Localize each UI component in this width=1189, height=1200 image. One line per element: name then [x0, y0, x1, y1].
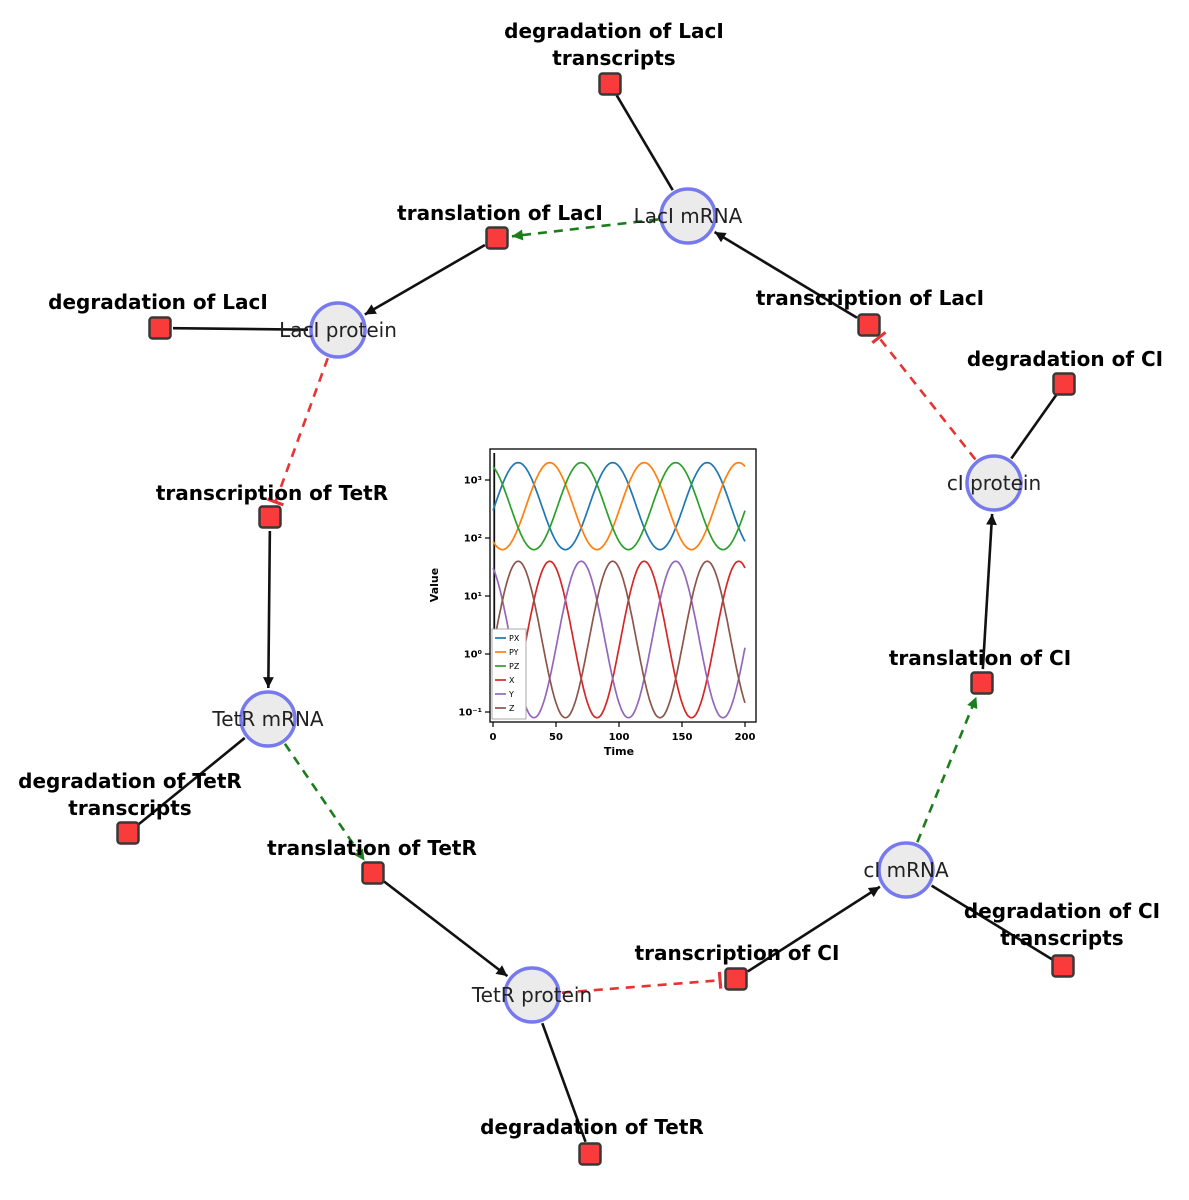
reaction-label-translation-laci: translation of LacI	[397, 201, 603, 225]
reaction-node-deg-laci[interactable]	[148, 316, 172, 340]
edge-reactant-ci-protein-to-deg-ci	[1010, 393, 1058, 460]
chart-legend	[491, 628, 527, 720]
legend-label-PX: PX	[509, 634, 520, 643]
series-line-Y	[492, 560, 746, 719]
reaction-label-deg-tetr-tx: degradation of TetR	[18, 769, 242, 793]
reaction-label-translation-ci: translation of CI	[889, 646, 1071, 670]
edge-inhibitor-ci-protein-to-transcription-laci	[871, 331, 977, 461]
x-tick-label: 100	[609, 732, 630, 743]
reaction-node-deg-tetr-tx[interactable]	[116, 821, 140, 845]
reaction-label-transcription-laci: transcription of LacI	[756, 286, 984, 310]
edge-reactant-ci-mrna-to-deg-ci-tx	[930, 884, 1053, 961]
reaction-label-translation-tetr: translation of TetR	[267, 836, 477, 860]
y-tick-label: 10⁰	[464, 650, 482, 661]
edge-product-translation-tetr-to-tetr-protein	[383, 880, 509, 978]
reaction-label-deg-laci: degradation of LacI	[48, 290, 268, 314]
x-tick-label: 50	[549, 732, 563, 743]
species-label-ci-protein: cI protein	[947, 471, 1041, 495]
reaction-node-deg-tetr[interactable]	[578, 1142, 602, 1166]
reaction-label-transcription-tetr: transcription of TetR	[156, 481, 388, 505]
x-axis-title: Time	[604, 745, 634, 758]
x-tick-label: 150	[672, 732, 693, 743]
edge-reactant-tetr-protein-to-deg-tetr	[541, 1022, 587, 1143]
chart-plot-area	[489, 448, 757, 723]
species-label-tetr-mrna: TetR mRNA	[211, 707, 324, 731]
reaction-node-transcription-tetr[interactable]	[258, 505, 282, 529]
x-tick-label: 200	[735, 732, 756, 743]
y-tick-label: 10¹	[464, 592, 482, 603]
edge-product-translation-laci-to-laci-protein	[364, 243, 486, 316]
series-line-PZ	[492, 461, 746, 551]
reaction-node-transcription-ci[interactable]	[724, 967, 748, 991]
reaction-label-deg-tetr: degradation of TetR	[480, 1115, 704, 1139]
edge-product-translation-ci-to-ci-protein	[981, 513, 997, 670]
edge-product-transcription-tetr-to-tetr-mrna	[262, 530, 274, 689]
nodes-layer	[116, 72, 1076, 1166]
reaction-label-deg-ci-tx: degradation of CI	[964, 899, 1160, 923]
legend-label-X: X	[509, 676, 515, 685]
reaction-label-deg-ci: degradation of CI	[967, 347, 1163, 371]
species-label-laci-protein: LacI protein	[279, 318, 397, 342]
reaction-node-deg-laci-tx[interactable]	[598, 72, 622, 96]
edge-inhibitor-tetr-protein-to-transcription-ci	[561, 971, 723, 994]
reaction-node-deg-ci[interactable]	[1052, 372, 1076, 396]
edge-modifier-laci-mrna-to-translation-laci	[511, 218, 659, 241]
y-tick-label: 10³	[464, 476, 482, 487]
reaction-node-translation-ci[interactable]	[970, 671, 994, 695]
series-line-PX	[492, 461, 746, 551]
reaction-label-transcription-ci: transcription of CI	[635, 941, 840, 965]
edge-modifier-ci-mrna-to-translation-ci	[916, 696, 978, 843]
edge-product-transcription-laci-to-laci-mrna	[713, 230, 858, 319]
reaction-label-deg-laci-tx: transcripts	[552, 46, 675, 70]
edge-reactant-laci-mrna-to-deg-laci-tx	[615, 94, 674, 191]
legend-label-PY: PY	[509, 648, 519, 657]
legend-label-PZ: PZ	[509, 662, 520, 671]
species-node-ci-mrna[interactable]	[877, 841, 935, 899]
species-node-tetr-mrna[interactable]	[239, 690, 297, 748]
y-tick-label: 10²	[464, 534, 482, 545]
reaction-node-translation-tetr[interactable]	[361, 861, 385, 885]
edge-modifier-tetr-mrna-to-translation-tetr	[283, 743, 366, 862]
reaction-node-transcription-laci[interactable]	[857, 313, 881, 337]
reaction-label-deg-tetr-tx: transcripts	[68, 796, 191, 820]
species-label-tetr-protein: TetR protein	[471, 983, 592, 1007]
edges-layer	[137, 94, 1058, 1143]
reaction-node-deg-ci-tx[interactable]	[1051, 954, 1075, 978]
species-node-laci-protein[interactable]	[309, 301, 367, 359]
series-line-Z	[492, 560, 746, 719]
labels-layer: degradation of LacI transcripts translatio…	[18, 19, 1163, 1139]
edge-reactant-laci-protein-to-deg-laci	[172, 326, 309, 331]
legend-label-Y: Y	[508, 690, 514, 699]
y-tick-label: 10⁻¹	[458, 708, 482, 719]
series-line-PY	[492, 461, 746, 551]
legend-label-Z: Z	[509, 704, 515, 713]
species-node-tetr-protein[interactable]	[503, 966, 561, 1024]
series-line-X	[492, 560, 746, 719]
edge-product-transcription-ci-to-ci-mrna	[747, 885, 881, 973]
edge-reactant-tetr-mrna-to-deg-tetr-tx	[137, 736, 246, 826]
species-label-laci-mrna: LacI mRNA	[634, 204, 743, 228]
species-node-laci-mrna[interactable]	[659, 187, 717, 245]
species-label-ci-mrna: cI mRNA	[863, 858, 949, 882]
reaction-label-deg-ci-tx: transcripts	[1000, 926, 1123, 950]
reaction-label-deg-laci-tx: degradation of LacI	[504, 19, 724, 43]
x-tick-label: 0	[490, 732, 497, 743]
reaction-node-translation-laci[interactable]	[485, 226, 509, 250]
y-axis-title: Value	[428, 568, 441, 602]
species-node-ci-protein[interactable]	[965, 454, 1023, 512]
